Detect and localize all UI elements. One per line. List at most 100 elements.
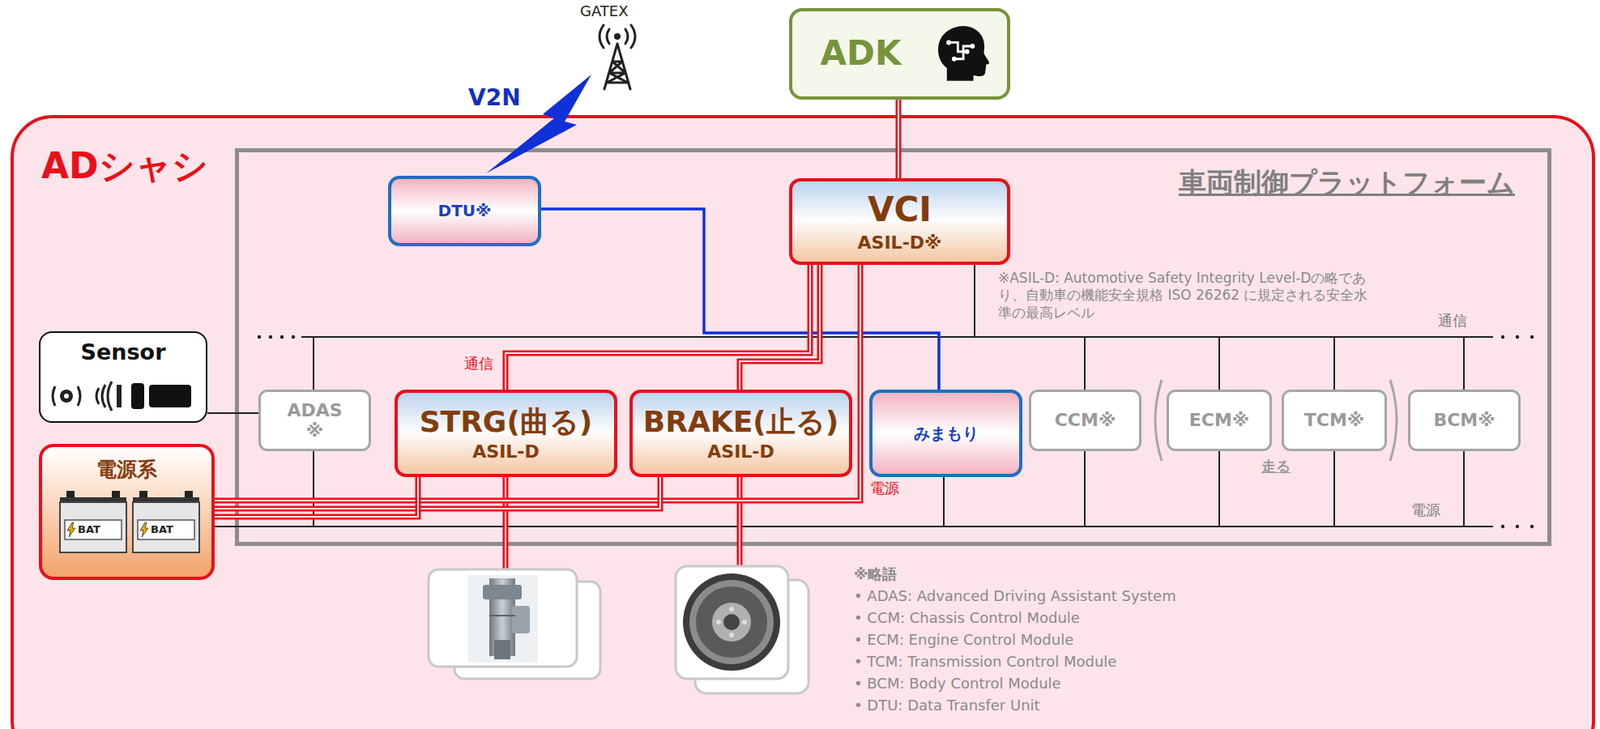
node-text: ADAS ※ bbox=[286, 400, 342, 442]
battery-icons bbox=[66, 490, 75, 499]
bus-dots bbox=[1501, 335, 1505, 339]
connector bbox=[541, 209, 939, 390]
brake-drum-picture bbox=[742, 619, 747, 625]
node-text: ASIL-D※ bbox=[857, 232, 943, 253]
bus-line bbox=[1333, 337, 1336, 390]
connector-line bbox=[214, 477, 419, 517]
ccm-box: CCM※ bbox=[1028, 389, 1142, 452]
connector bbox=[214, 477, 419, 517]
node-text: ECM※ bbox=[1189, 409, 1250, 431]
abbreviation-item: • BCM: Body Control Module bbox=[853, 674, 1062, 693]
connector bbox=[214, 477, 661, 509]
steering-actuator-picture bbox=[512, 605, 530, 634]
bus-dots bbox=[268, 335, 273, 339]
battery-label: BAT bbox=[150, 523, 174, 537]
actuator-wire bbox=[504, 477, 507, 570]
abbreviation-item: • ECM: Engine Control Module bbox=[853, 631, 1074, 649]
node-text: ASIL-D bbox=[707, 441, 774, 462]
sensor-icons bbox=[46, 378, 201, 414]
battery-icons bbox=[59, 490, 127, 553]
brake-drum-picture bbox=[716, 619, 722, 625]
brake-drum-picture bbox=[729, 632, 734, 638]
bus-line bbox=[1218, 451, 1221, 527]
group-label: 走る bbox=[1261, 457, 1291, 476]
brake-drum-picture bbox=[682, 573, 781, 671]
node-text: みまもり bbox=[913, 424, 979, 444]
connector-line bbox=[214, 477, 661, 509]
edge-label: 電源 bbox=[868, 479, 901, 498]
node-text: ASIL-D bbox=[472, 441, 539, 462]
ai-head-icon bbox=[938, 25, 990, 82]
adas-box: ADAS ※ bbox=[258, 389, 372, 452]
ai-box: ADK bbox=[789, 8, 1011, 100]
connector-line bbox=[214, 264, 861, 501]
footnote: ※ASIL-D: Automotive Safety Integrity Lev… bbox=[998, 269, 1379, 322]
brake-drum-picture bbox=[695, 580, 809, 694]
connector bbox=[739, 264, 820, 390]
bracket bbox=[1155, 379, 1162, 461]
connector-line bbox=[505, 264, 811, 390]
steering-actuator-picture bbox=[494, 640, 511, 660]
battery-icons bbox=[64, 520, 122, 540]
bus-line bbox=[312, 337, 315, 390]
node-text: STRG(曲る) bbox=[419, 405, 594, 439]
actuator-wire bbox=[738, 477, 741, 567]
steering-actuator-picture bbox=[428, 569, 577, 667]
bus-line bbox=[1463, 451, 1465, 527]
bus-line bbox=[214, 525, 1494, 528]
link-label: V2N bbox=[468, 84, 521, 112]
brake-drum-picture bbox=[723, 614, 740, 631]
battery-icons bbox=[184, 490, 193, 499]
bus-dots bbox=[1515, 335, 1519, 339]
connector bbox=[898, 99, 900, 179]
battery-icons bbox=[132, 502, 200, 553]
connector-line bbox=[896, 99, 902, 179]
brake-drum-picture bbox=[712, 602, 751, 642]
steering-actuator-picture bbox=[428, 569, 601, 679]
bus-dots bbox=[1530, 335, 1534, 339]
node-text: TCM※ bbox=[1304, 409, 1365, 431]
node-text: VCI bbox=[867, 190, 932, 230]
brake-drum-picture bbox=[695, 586, 768, 658]
actuator-wire bbox=[503, 477, 509, 570]
bus-label: 通信 bbox=[1437, 311, 1468, 330]
bus-line bbox=[1333, 451, 1336, 527]
battery-icons bbox=[111, 490, 120, 499]
connector-line bbox=[541, 209, 939, 390]
connector-line bbox=[207, 412, 259, 414]
battery-icons bbox=[132, 490, 200, 553]
battery-label: BAT bbox=[77, 523, 101, 537]
vci-box: VCIASIL-D※ bbox=[789, 178, 1011, 265]
bus-dots bbox=[257, 335, 261, 339]
abbreviation-heading: ※略語 bbox=[853, 565, 898, 584]
antenna-symbol bbox=[599, 25, 636, 48]
ai-head-icon bbox=[934, 22, 991, 85]
bus-label: 電源 bbox=[1411, 501, 1441, 520]
antenna-symbol bbox=[604, 43, 631, 90]
station-label: GATEX bbox=[580, 2, 629, 21]
power-box: 電源系 bbox=[38, 443, 215, 581]
sensor-icons bbox=[96, 381, 112, 411]
brake-drum-picture bbox=[675, 566, 789, 679]
abbreviation-item: • DTU: Data Transfer Unit bbox=[853, 696, 1041, 715]
sensor-box: Sensor bbox=[38, 331, 208, 423]
brake-drum-picture bbox=[675, 566, 809, 694]
steering-actuator-picture bbox=[454, 581, 601, 679]
bus-line bbox=[1463, 337, 1465, 390]
bus-line bbox=[312, 451, 315, 527]
tcm-box: TCM※ bbox=[1281, 389, 1387, 452]
actuator-wire bbox=[505, 477, 740, 570]
battery-icons bbox=[137, 520, 195, 540]
bus-line bbox=[1218, 337, 1221, 390]
connector-line bbox=[214, 477, 419, 517]
node-text: Sensor bbox=[81, 339, 167, 365]
battery-icons bbox=[67, 522, 76, 538]
steering-actuator-picture bbox=[489, 578, 516, 657]
battery-icons bbox=[139, 490, 148, 499]
bus-dots bbox=[1515, 524, 1519, 529]
connector-line bbox=[214, 264, 861, 501]
steering-actuator-picture bbox=[489, 614, 516, 617]
bracket bbox=[1390, 379, 1397, 461]
